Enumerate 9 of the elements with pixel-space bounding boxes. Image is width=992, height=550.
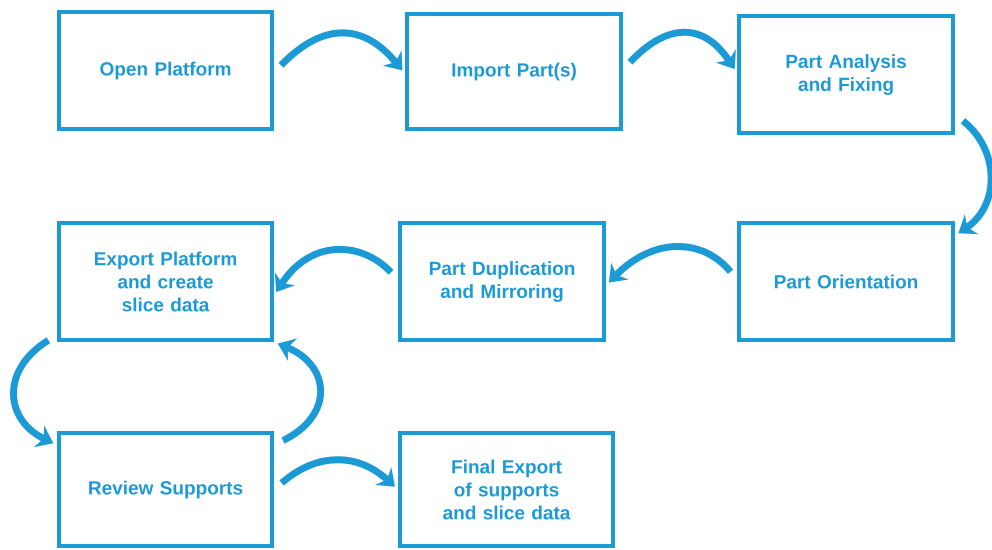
process-box: Part Analysis and Fixing [737, 14, 955, 135]
process-box: Export Platform and create slice data [57, 221, 274, 342]
process-box: Review Supports [57, 431, 274, 548]
process-box: Final Export of supports and slice data [398, 431, 615, 548]
process-box: Open Platform [57, 10, 274, 131]
process-box: Part Orientation [737, 221, 955, 342]
process-box: Import Part(s) [405, 12, 623, 131]
curved-arrow [278, 29, 402, 70]
process-box: Part Duplication and Mirroring [398, 221, 606, 342]
